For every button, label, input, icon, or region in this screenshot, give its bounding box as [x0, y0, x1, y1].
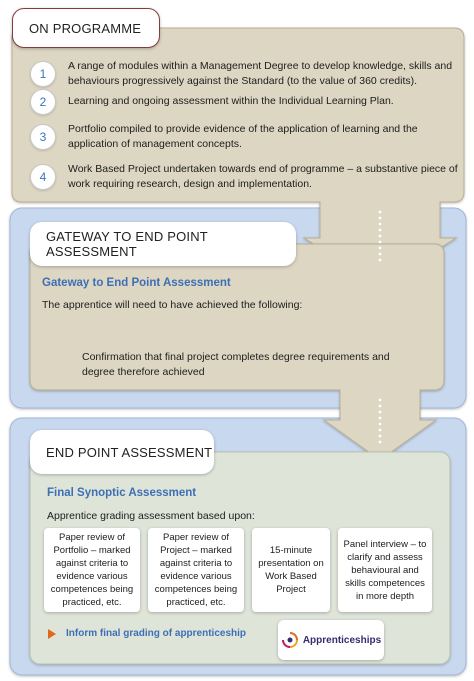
on-programme-title: ON PROGRAMME [29, 20, 142, 36]
presentation-box: 15-minute presentation on Work Based Pro… [252, 528, 330, 612]
step-text-4: Work Based Project undertaken towards en… [68, 163, 458, 190]
apprenticeships-logo-text: Apprenticeships [302, 634, 382, 646]
apprenticeships-logo: Apprenticeships [278, 620, 384, 660]
portfolio-review-box: Paper review of Portfolio – marked again… [44, 528, 140, 612]
end-point-title: END POINT ASSESSMENT [46, 444, 213, 460]
grading-intro: Apprentice grading assessment based upon… [47, 510, 255, 522]
gateway-intro: The apprentice will need to have achieve… [42, 299, 303, 311]
gateway-subtitle: Gateway to End Point Assessment [42, 277, 231, 289]
step-text-2: Learning and ongoing assessment within t… [68, 95, 394, 107]
end-point-tab: END POINT ASSESSMENT [30, 430, 214, 474]
gateway-title: GATEWAY TO END POINT ASSESSMENT [46, 229, 208, 259]
final-synoptic-subtitle: Final Synoptic Assessment [47, 487, 197, 499]
step-text-3: Portfolio compiled to provide evidence o… [68, 123, 418, 150]
inform-grading: Inform final grading of apprenticeship [48, 628, 246, 639]
gateway-requirement: Confirmation that final project complete… [82, 351, 390, 378]
step-text-1: A range of modules within a Management D… [68, 60, 453, 87]
panel-interview-box: Panel interview – to clarify and assess … [338, 528, 432, 612]
step-number-4: 4 [30, 164, 56, 190]
inform-grading-text: Inform final grading of apprenticeship [66, 628, 247, 639]
step-number-3: 3 [30, 124, 56, 150]
project-review-box: Paper review of Project – marked against… [148, 528, 244, 612]
apprenticeships-logo-icon [281, 632, 298, 648]
dotted-connector [378, 210, 382, 444]
orange-arrow-icon [48, 628, 56, 639]
on-programme-tab: ON PROGRAMME [12, 8, 160, 48]
step-number-1: 1 [30, 61, 56, 87]
gateway-tab: GATEWAY TO END POINT ASSESSMENT [30, 222, 296, 266]
step-number-2: 2 [30, 89, 56, 115]
